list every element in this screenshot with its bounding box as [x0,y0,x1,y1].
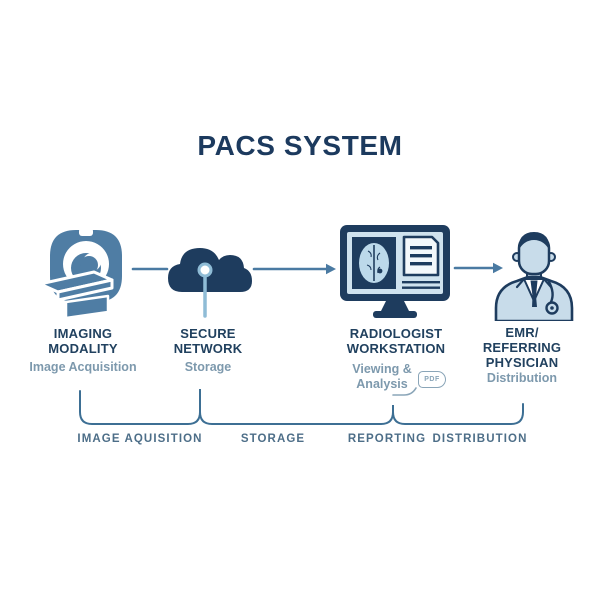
stage-title-emr-referring-physician: EMR/ REFERRING PHYSICIAN [482,325,562,370]
report-document-icon [402,235,440,289]
network-node-icon [197,262,213,278]
timeline-label-reporting: REPORTING [347,433,427,445]
brain-scan-icon [352,237,396,289]
stage-title-imaging-modality: IMAGING MODALITY [48,326,118,356]
mri-scanner-icon [38,224,133,321]
timeline-label-storage: STORAGE [240,433,306,445]
stage-subtitle-image-acquisition: Image Acquisition [29,360,137,374]
timeline-label-image-aquisition: IMAGE AQUISITION [77,433,203,445]
arrow-right-icon [252,263,336,275]
stage-subtitle-viewing-analysis: Viewing & Analysis [352,362,412,391]
stage-title-radiologist-workstation: RADIOLOGIST WORKSTATION [346,326,446,356]
cloud-icon [160,234,256,319]
stage-title-secure-network: SECURE NETWORK [173,326,243,356]
timeline-label-distribution: DISTRIBUTION [432,433,528,445]
workstation-monitor-icon [338,223,452,318]
page-title: PACS SYSTEM [197,130,403,161]
timeline-bracket [79,389,524,425]
stage-subtitle-storage: Storage [184,360,232,374]
stethoscope-icon [545,280,559,315]
stage-subtitle-distribution: Distribution [486,371,558,385]
physician-icon [488,224,580,321]
pdf-report-badge: PDF [418,371,446,388]
